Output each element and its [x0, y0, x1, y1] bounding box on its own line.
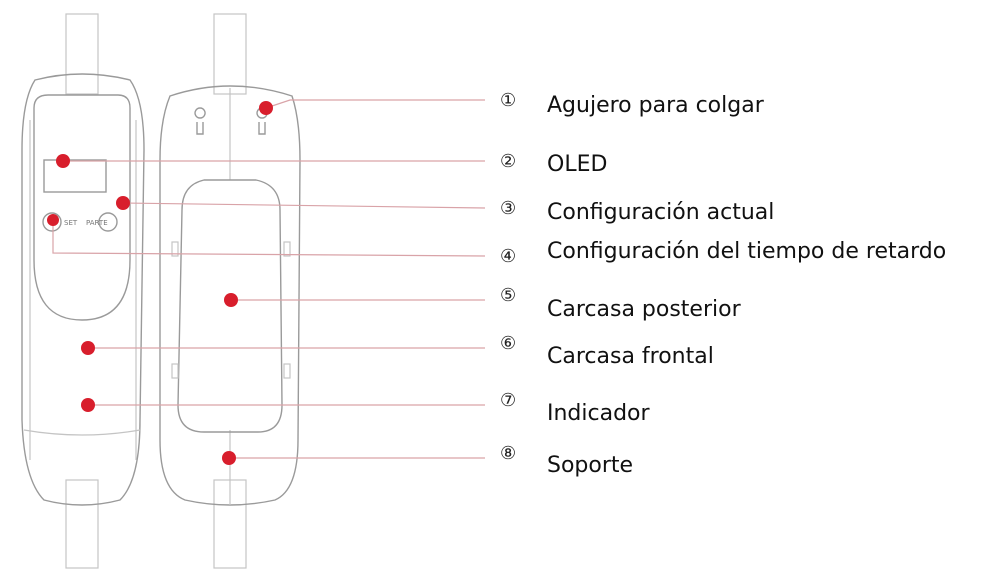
hanging-hole-left [194, 107, 206, 135]
front-body-outline [21, 73, 145, 506]
oled-window [43, 159, 107, 193]
marker-3-current-setting [116, 196, 130, 210]
callout-label-8: Soporte [547, 453, 633, 478]
back-clip-left-upper [171, 241, 179, 257]
callout-label-7: Indicador [547, 401, 651, 426]
callout-number-1: ① [500, 90, 516, 111]
back-clip-right-lower [283, 363, 291, 379]
set-button [42, 212, 62, 232]
callout-label-4: Configuración del tiempo de retardo [547, 239, 946, 264]
callout-labels: Agujero para colgar OLED Configuración a… [547, 93, 946, 478]
callout-label-3: Configuración actual [547, 200, 774, 225]
marker-1-hanging-hole [259, 101, 273, 115]
front-label-set: SET [64, 219, 78, 227]
marker-5-rear-shell [224, 293, 238, 307]
callout-number-5: ⑤ [500, 285, 516, 306]
callout-label-5: Carcasa posterior [547, 297, 742, 322]
front-label-parte: PARTE [86, 219, 108, 227]
back-view-device [159, 13, 301, 569]
marker-6-front-shell [81, 341, 95, 355]
marker-7-indicator [81, 398, 95, 412]
callout-number-7: ⑦ [500, 390, 516, 411]
back-clip-right-upper [283, 241, 291, 257]
delay-button [98, 212, 118, 232]
callout-label-1: Agujero para colgar [547, 93, 765, 118]
callout-number-2: ② [500, 151, 516, 172]
markers [47, 101, 273, 465]
marker-8-support [222, 451, 236, 465]
back-clip-left-lower [171, 363, 179, 379]
callout-number-6: ⑥ [500, 333, 516, 354]
front-display-panel [33, 94, 131, 321]
front-view-device: SET PARTE [21, 13, 145, 569]
callout-number-3: ③ [500, 198, 516, 219]
leader-lines [52, 99, 486, 459]
marker-2-oled [56, 154, 70, 168]
marker-4-delay-setting [47, 214, 59, 226]
callout-label-6: Carcasa frontal [547, 344, 714, 369]
front-cable-top [65, 13, 99, 95]
leader-line-4 [52, 220, 486, 257]
front-cable-bottom [65, 479, 99, 569]
leader-line-3 [122, 202, 486, 209]
callout-numbers: ① ② ③ ④ ⑤ ⑥ ⑦ ⑧ [500, 90, 516, 464]
back-cable-top [213, 13, 247, 95]
front-cap-line [23, 429, 141, 436]
callout-number-4: ④ [500, 246, 516, 267]
callout-label-2: OLED [547, 152, 607, 177]
back-body-outline [159, 85, 301, 506]
leader-line-1 [265, 99, 485, 109]
callout-number-8: ⑧ [500, 443, 516, 464]
